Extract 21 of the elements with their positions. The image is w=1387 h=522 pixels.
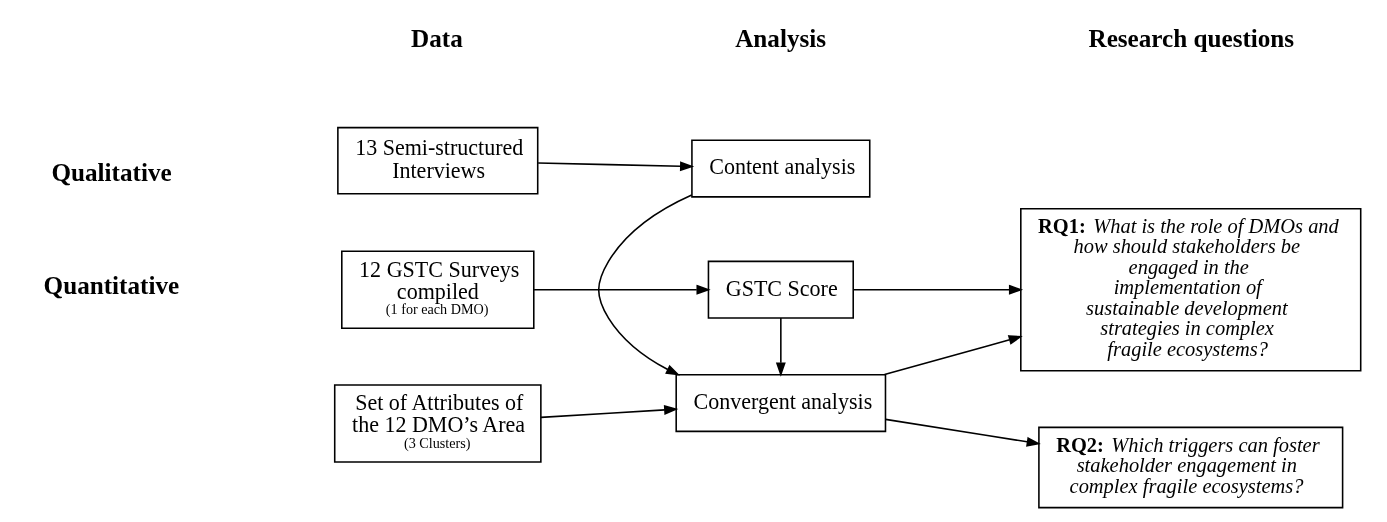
arrow [852,284,1024,295]
label: Qualitative [51,158,172,186]
node-box: Convergent analysis [675,373,887,433]
arrow [597,194,693,376]
arrow [775,317,786,377]
arrow [884,418,1041,447]
node-box: Set of Attributes of the 12 DMO’s Area (3 Clusters) [333,384,542,463]
node-box: RQ1: What is the role of DMOs and how should stakeholders be engaged in the implementation of sustainable development strategies in complex fragile ecosystems? [1020,207,1362,372]
node-box: 12 GSTC Surveys compiled (1 for each DMO) [341,250,535,330]
label: Research questions [1088,25,1295,53]
arrow [537,161,695,172]
label: Quantitative [43,272,180,300]
arrow [883,335,1023,376]
arrow [540,405,679,419]
node-box: RQ2: Which triggers can foster stakeholder engagement in complex fragile ecosystems? [1038,426,1344,509]
node-box: 13 Semi-structured Interviews [337,126,539,195]
node-box: GSTC Score [707,260,854,319]
label: Data [411,25,463,53]
label: Analysis [735,25,827,53]
arrow [533,284,711,295]
node-box: Content analysis [691,139,871,198]
